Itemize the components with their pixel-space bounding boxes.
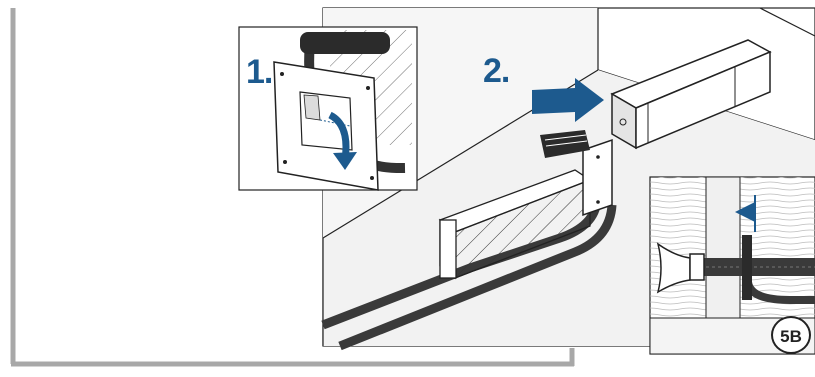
- step-2-label: 2.: [483, 52, 509, 91]
- inset-step-1: [239, 27, 417, 190]
- step-1-label: 1.: [246, 53, 272, 92]
- detail-badge: 5B: [771, 316, 811, 354]
